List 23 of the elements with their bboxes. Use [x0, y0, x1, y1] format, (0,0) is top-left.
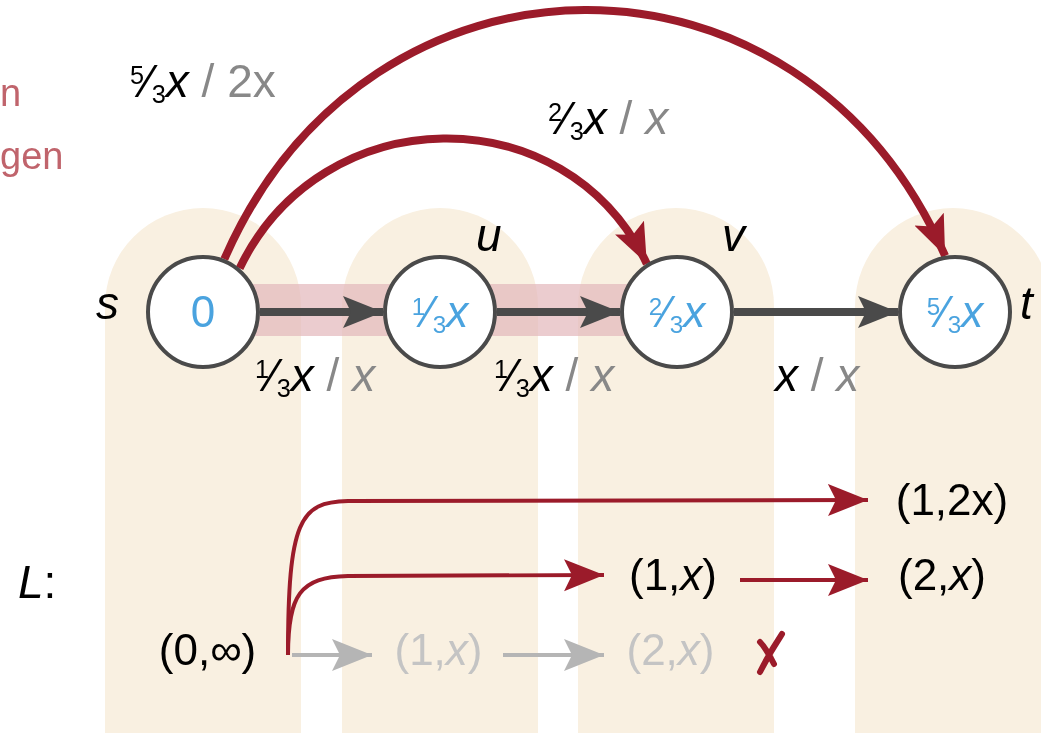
edge-label: $^{1}$⁄$_{3}$x / x [494, 352, 615, 398]
arrow [503, 639, 604, 671]
node-label: u [476, 212, 502, 258]
edge-label: $^{2}$⁄$_{3}$x / x [548, 95, 669, 141]
arrow [236, 134, 651, 271]
arrow [740, 564, 868, 596]
list-entry: (1,2x) [872, 472, 1032, 528]
text-label: L: [18, 555, 57, 610]
arrow [734, 296, 898, 328]
text-label: n [0, 71, 22, 116]
node-label: v [722, 212, 745, 258]
list-entry: (1,x) [608, 547, 738, 603]
list-entry: (0,∞) [125, 622, 290, 678]
edge-label: x / x [775, 352, 860, 398]
edge-label: $^{5}$⁄$_{3}$x / 2x [130, 58, 276, 104]
list-entry: (2,x) [872, 547, 1012, 603]
arrow [497, 296, 620, 328]
arrow [292, 639, 372, 671]
arrow [260, 296, 383, 328]
node-label: t [1020, 280, 1033, 326]
node-label: s [96, 280, 119, 326]
text-label: gen [0, 134, 64, 179]
arrow [286, 484, 868, 655]
